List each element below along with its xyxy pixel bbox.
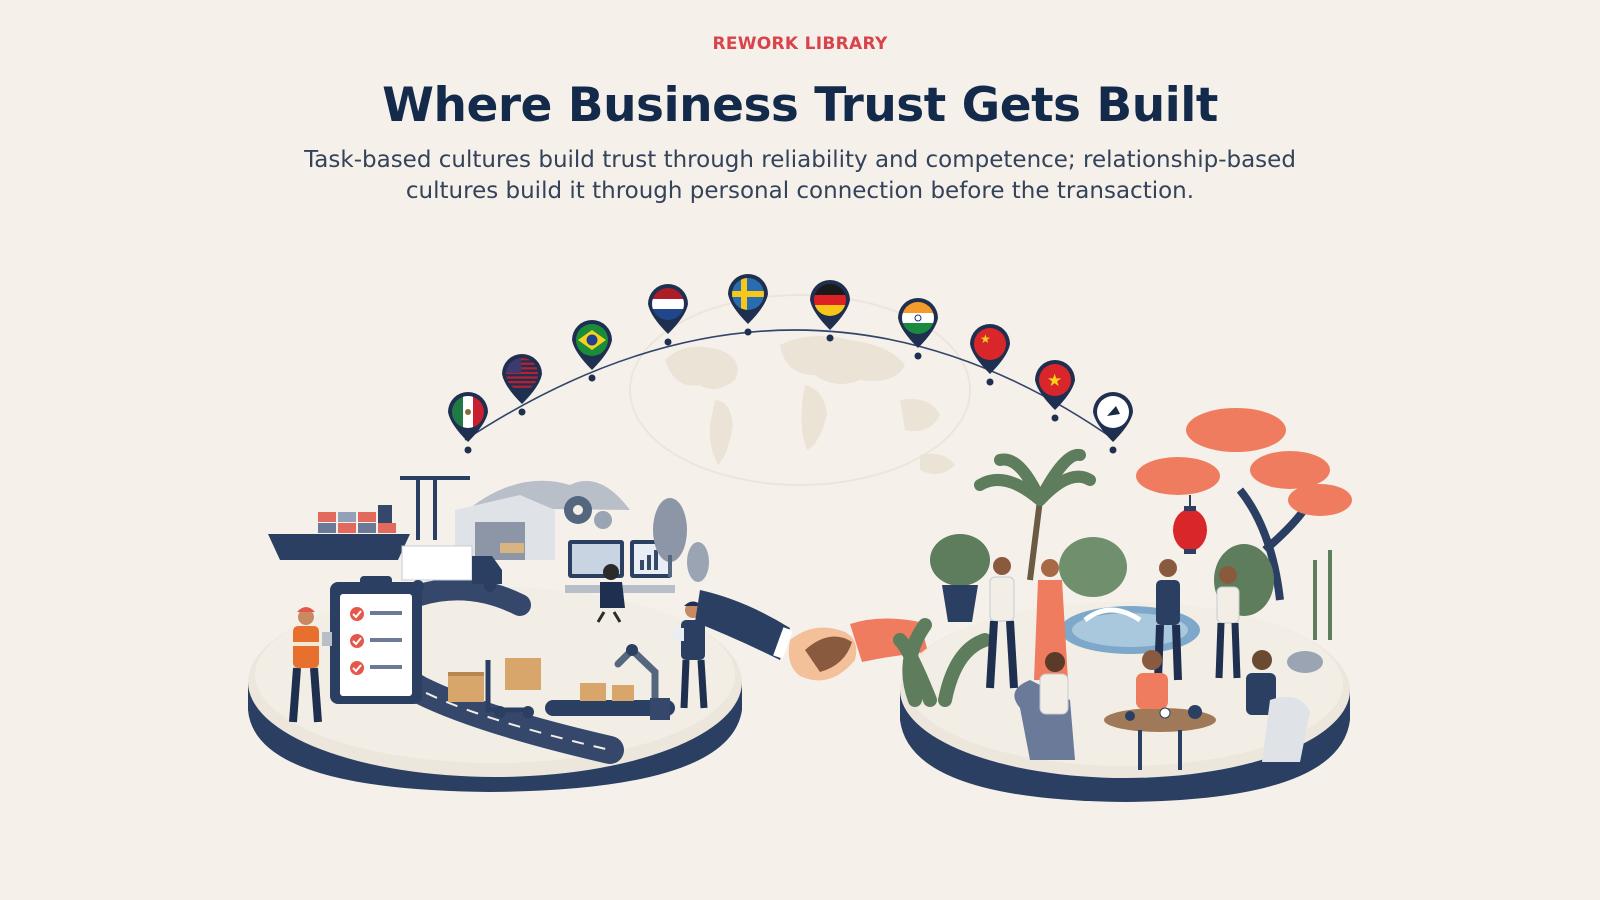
flag-pin-usa bbox=[502, 354, 542, 416]
port-crane bbox=[400, 476, 470, 540]
coral-tree bbox=[1136, 408, 1352, 601]
greeting-couple-right bbox=[1154, 559, 1241, 681]
inspector-worker bbox=[674, 601, 708, 709]
world-map-graphic bbox=[629, 294, 971, 486]
flag-pin-india bbox=[898, 298, 938, 360]
page-title: Where Business Trust Gets Built bbox=[382, 78, 1218, 133]
forklift-boxes bbox=[448, 658, 541, 718]
trees-left bbox=[653, 498, 709, 582]
analytics-workstation bbox=[565, 540, 675, 623]
flag-pin-germany bbox=[810, 280, 850, 342]
conveyor-robot bbox=[545, 644, 675, 720]
warehouse bbox=[455, 480, 630, 560]
safety-worker bbox=[289, 607, 332, 723]
checklist-clipboard bbox=[330, 576, 422, 704]
svg-text:★: ★ bbox=[980, 332, 991, 346]
flag-pin-mexico bbox=[448, 392, 488, 454]
library-eyebrow: REWORK LIBRARY bbox=[712, 34, 888, 54]
page-subtitle: Task-based cultures build trust through … bbox=[304, 147, 1296, 204]
flag-pin-china: ★ bbox=[970, 324, 1010, 386]
svg-text:★: ★ bbox=[1047, 371, 1062, 391]
flag-pin-vietnam: ★ bbox=[1035, 360, 1075, 422]
flag-pin-netherlands bbox=[648, 284, 688, 346]
lantern-icon bbox=[1173, 506, 1207, 554]
flag-arc-line bbox=[464, 329, 1116, 441]
flag-pin-saudi bbox=[1093, 392, 1133, 454]
flag-pin-brazil bbox=[572, 320, 612, 382]
delivery-truck bbox=[401, 545, 502, 592]
gear-icon bbox=[564, 496, 612, 529]
cargo-ship bbox=[268, 505, 410, 560]
task-based-platform bbox=[248, 578, 742, 792]
country-flags: ★★ bbox=[448, 274, 1133, 454]
tea-table-gathering bbox=[1014, 650, 1310, 770]
flag-pin-sweden bbox=[728, 274, 768, 336]
